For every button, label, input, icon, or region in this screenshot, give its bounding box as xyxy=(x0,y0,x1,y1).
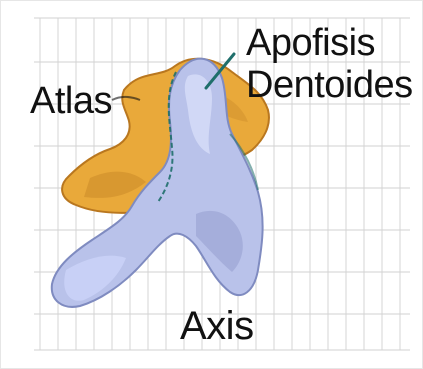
label-apofisis: Apofisis xyxy=(246,24,375,62)
label-atlas: Atlas xyxy=(30,82,112,120)
label-axis: Axis xyxy=(180,306,254,346)
label-dentoides: Dentoides xyxy=(246,66,413,104)
